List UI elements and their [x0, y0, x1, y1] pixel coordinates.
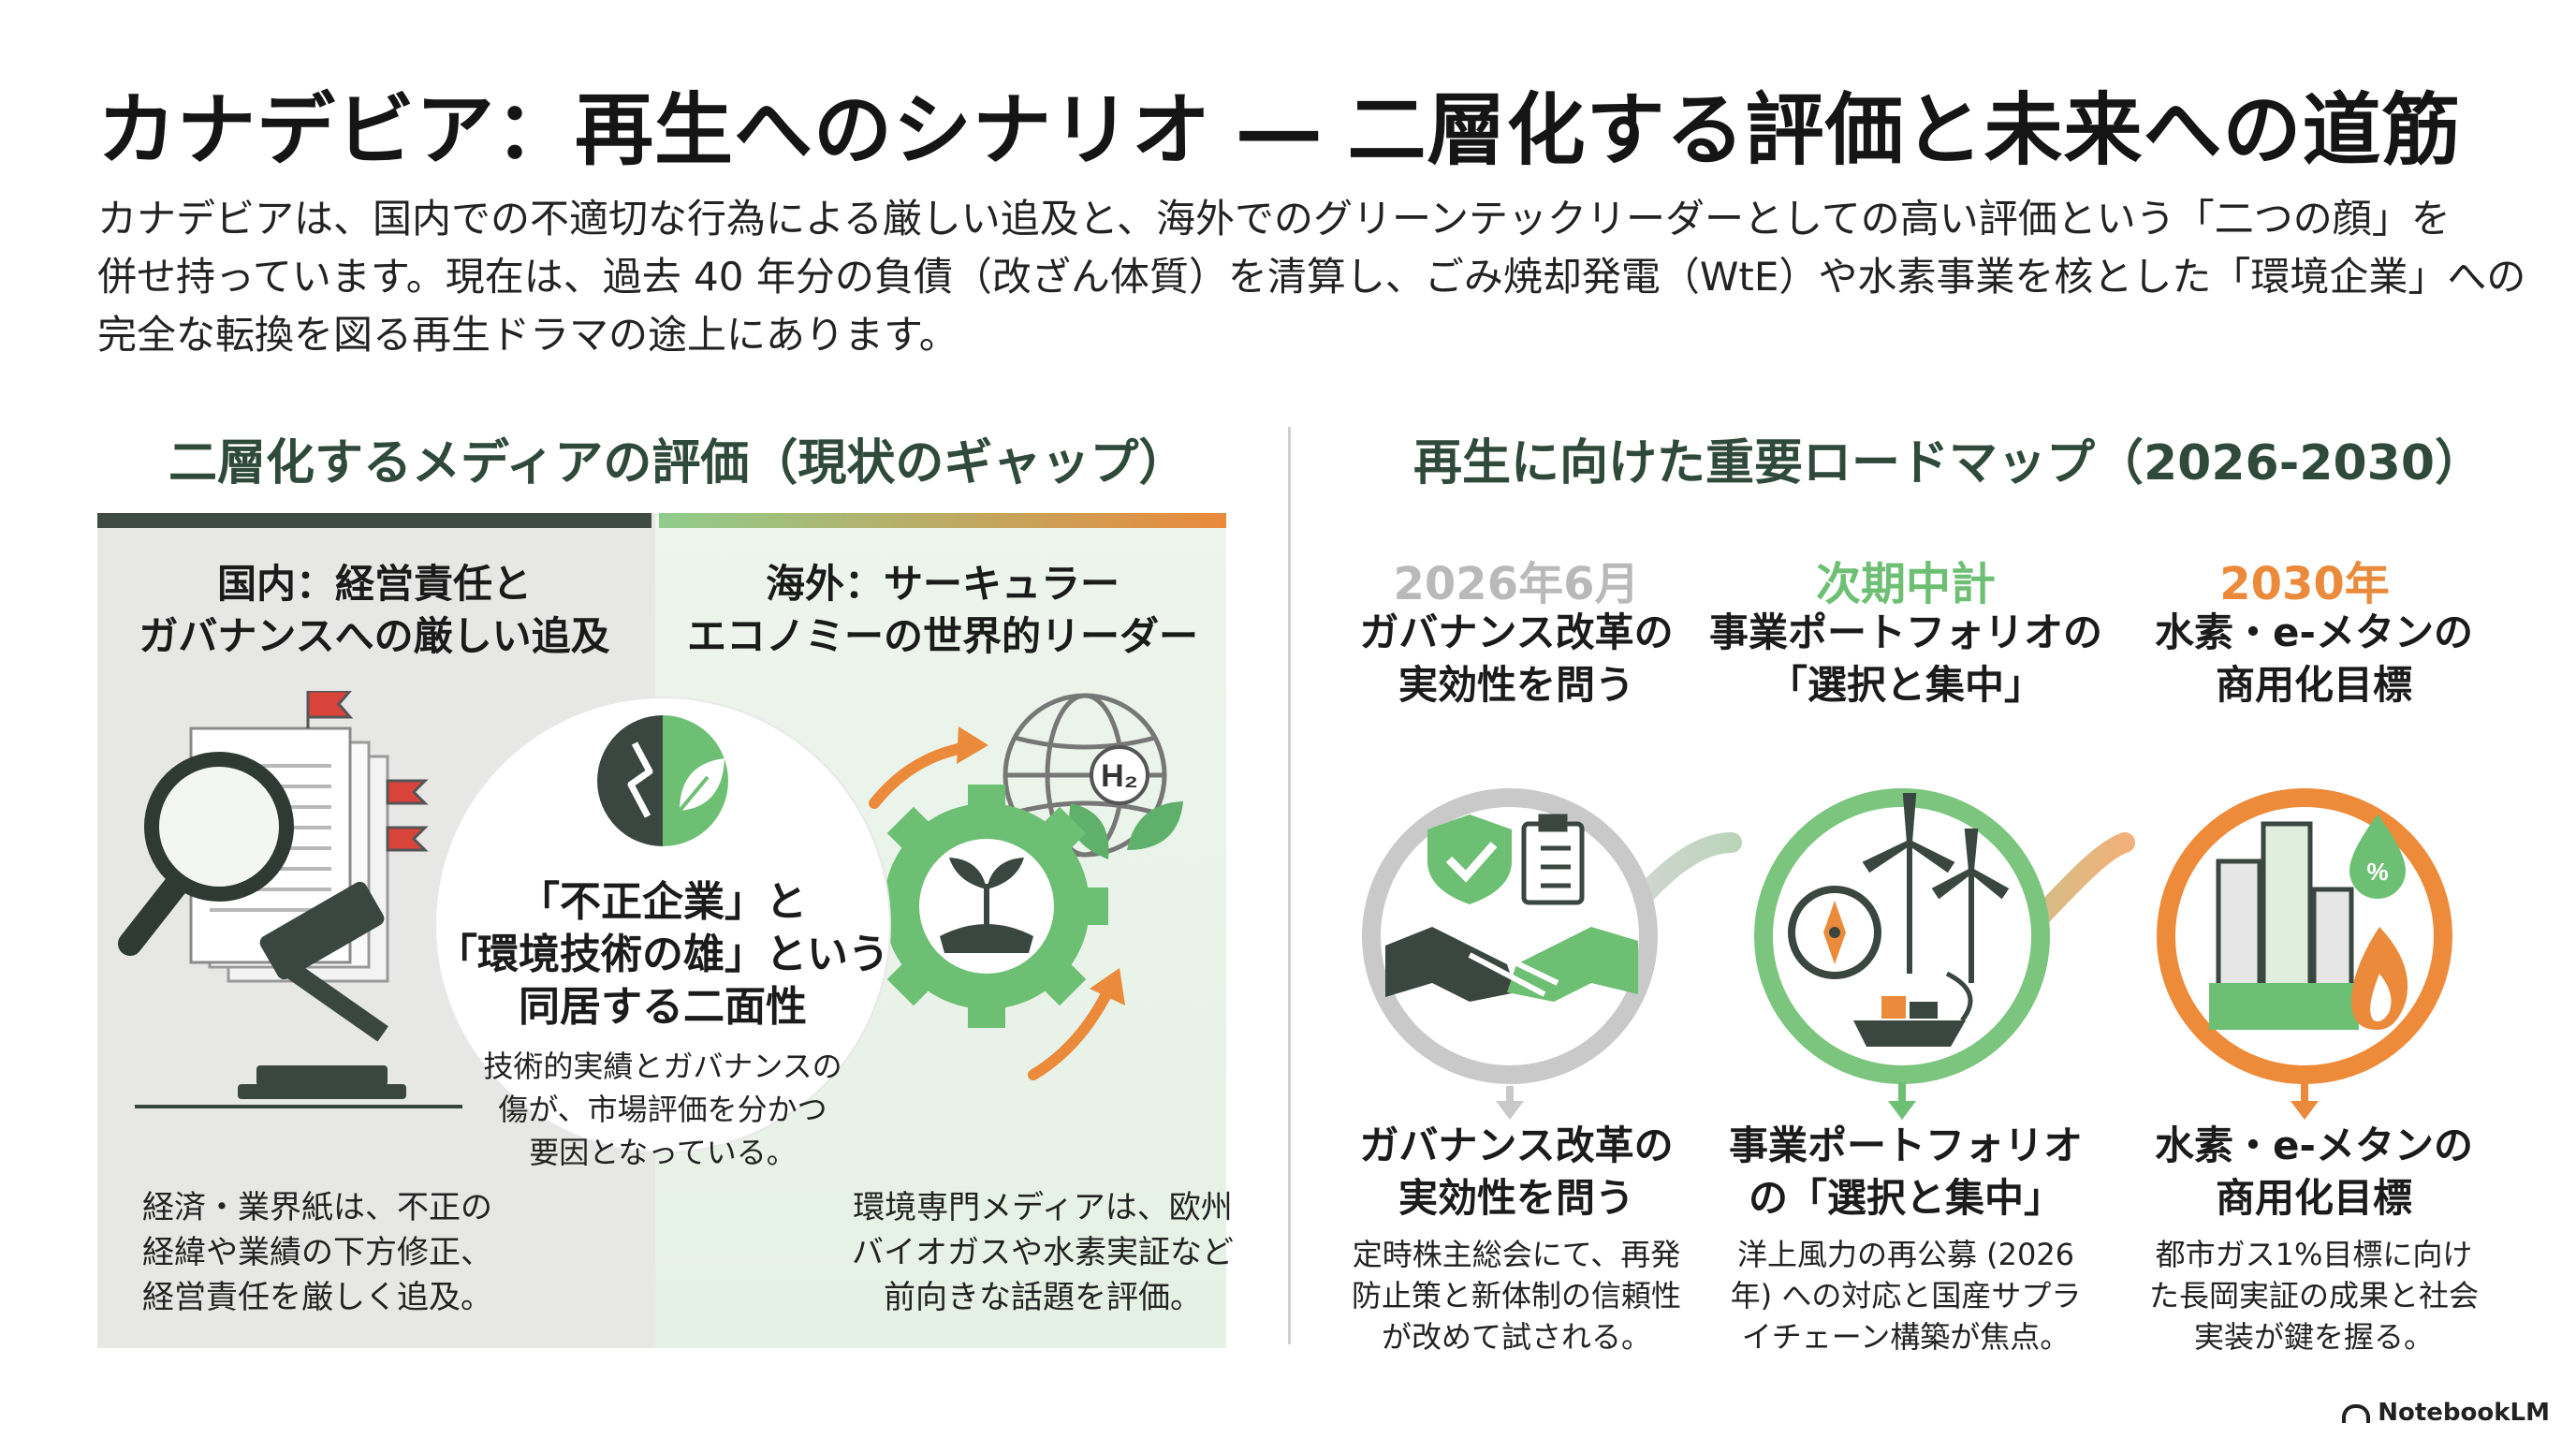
international-text-line-3: 前向きな話題を評価。	[884, 1279, 1202, 1316]
compass-icon	[1788, 886, 1881, 979]
roadmap-section-heading: 再生に向けた重要ロードマップ（2026-2030）	[1413, 435, 2484, 492]
domestic-text-line-1: 経済・業界紙は、不正の	[142, 1189, 492, 1226]
h2-label: H₂	[1101, 758, 1138, 794]
milestone-3-heading-line-1: 水素・e-メタンの	[2155, 609, 2473, 655]
international-text-line-1: 環境専門メディアは、欧州	[853, 1189, 1233, 1226]
gear-globe-illustration: H₂	[865, 693, 1183, 1080]
milestone-1-date: 2026年6月	[1393, 558, 1640, 610]
flame-icon	[2351, 927, 2408, 1030]
milestone-3-body-heading-line-1: 水素・e-メタンの	[2155, 1123, 2473, 1168]
domestic-text-line-2: 経緯や業績の下方修正、	[142, 1234, 492, 1271]
international-top-bar	[659, 513, 1226, 528]
media-section-heading: 二層化するメディアの評価（現状のギャップ）	[168, 435, 1188, 492]
gavel-icon	[238, 881, 406, 1099]
milestone-2-text-line-1: 洋上風力の再公募 (2026	[1736, 1237, 2075, 1272]
milestone-2-body-heading-line-1: 事業ポートフォリオ	[1728, 1123, 2083, 1168]
arrow-down-icon	[1496, 1082, 2319, 1120]
intro-line-2: 併せ持っています。現在は、過去 40 年分の負債（改ざん体質）を清算し、ごみ焼却…	[97, 254, 2526, 300]
globe-icon	[1003, 693, 1167, 858]
milestone-1-body-heading-line-2: 実効性を問う	[1398, 1175, 1634, 1221]
intro-line-3: 完全な転換を図る再生ドラマの途上にあります。	[97, 312, 959, 358]
duality-heading-line-2: 「環境技術の雄」という	[436, 931, 889, 978]
milestone-1-text-line-3: が改めて試される。	[1381, 1319, 1651, 1355]
milestone-3-text-line-2: た長岡実証の成果と社会	[2148, 1278, 2479, 1313]
droplet-icon: %	[2349, 814, 2406, 899]
milestone-2-text-line-2: 年) への対応と国産サプラ	[1730, 1278, 2082, 1313]
notebooklm-logo-icon	[2342, 1403, 2371, 1423]
international-text-line-2: バイオガスや水素実証など	[852, 1234, 1234, 1271]
leaf-icon	[1069, 801, 1183, 859]
roadmap-illustration: %	[1362, 788, 2452, 1120]
clipboard-icon	[1521, 814, 1585, 905]
intro-line-1: カナデビアは、国内での不適切な行為による厳しい追及と、海外でのグリーンテックリー…	[97, 196, 2451, 242]
page-title: カナデビア：再生へのシナリオ ― 二層化する評価と未来への道筋	[97, 84, 2462, 176]
flag-icon	[306, 691, 429, 852]
domestic-top-bar	[97, 513, 651, 528]
duality-emblem	[597, 715, 728, 846]
milestone-3-date: 2030年	[2219, 558, 2390, 610]
milestone-2-body-heading-line-2: の「選択と集中」	[1748, 1175, 2063, 1221]
percent-badge: %	[2366, 858, 2388, 886]
handshake-icon	[1385, 927, 1638, 1002]
domestic-heading-line-2: ガバナンスへの厳しい追及	[139, 613, 610, 659]
milestone-2-date: 次期中計	[1815, 558, 1996, 610]
domestic-heading-line-1: 国内：経営責任と	[216, 561, 532, 607]
shield-check-icon	[1427, 814, 1512, 904]
ship-icon	[1853, 996, 1966, 1047]
wind-turbine-icon	[1862, 793, 2010, 983]
duality-heading-line-1: 「不正企業」と	[519, 878, 807, 926]
documents-gavel-illustration	[118, 691, 462, 1108]
duality-heading-line-3: 同居する二面性	[519, 983, 807, 1031]
gear-sprout-icon	[865, 785, 1108, 1028]
duality-text-line-3: 要因となっている。	[529, 1135, 797, 1170]
international-heading-line-2: エコノミーの世界的リーダー	[686, 613, 1198, 659]
milestone-1-heading-line-2: 実効性を問う	[1398, 662, 1634, 708]
brand-label: NotebookLM	[2378, 1399, 2550, 1427]
milestone-3-text-line-1: 都市ガス1%目標に向け	[2155, 1237, 2473, 1272]
international-heading-line-1: 海外：サーキュラー	[765, 561, 1120, 607]
magnifier-icon	[118, 752, 294, 956]
duality-text-line-1: 技術的実績とガバナンスの	[483, 1049, 842, 1084]
milestone-1-heading-line-1: ガバナンス改革の	[1359, 609, 1674, 655]
milestone-2-heading-line-2: 「選択と集中」	[1767, 662, 2043, 708]
milestone-3-text-line-3: 実装が鍵を握る。	[2193, 1319, 2434, 1355]
duality-text-line-2: 傷が、市場評価を分かつ	[498, 1092, 827, 1127]
milestone-2-heading-line-1: 事業ポートフォリオの	[1709, 609, 2103, 655]
route-line	[1945, 971, 1973, 1022]
h2-badge	[1090, 745, 1149, 805]
milestone-1-text-line-1: 定時株主総会にて、再発	[1352, 1237, 1681, 1272]
milestone-1-body-heading-line-1: ガバナンス改革の	[1359, 1123, 1674, 1168]
factory-city-icon	[2209, 821, 2359, 1030]
milestone-3-body-heading-line-2: 商用化目標	[2215, 1175, 2412, 1221]
domestic-text-line-3: 経営責任を厳しく追及。	[142, 1279, 492, 1316]
milestone-2-text-line-3: イチェーン構築が焦点。	[1741, 1319, 2071, 1355]
section-divider	[1288, 427, 1291, 1344]
media-evaluation-panel: 国内：経営責任と ガバナンスへの厳しい追及 海外：サーキュラー エコノミーの世界…	[97, 513, 1234, 1348]
arrow-icon	[869, 741, 1114, 1080]
milestone-3-heading-line-2: 商用化目標	[2215, 662, 2412, 708]
milestone-1-text-line-2: 防止策と新体制の信頼性	[1351, 1278, 1681, 1313]
broken-icon	[597, 715, 663, 846]
notebooklm-brand: NotebookLM	[2342, 1399, 2550, 1427]
